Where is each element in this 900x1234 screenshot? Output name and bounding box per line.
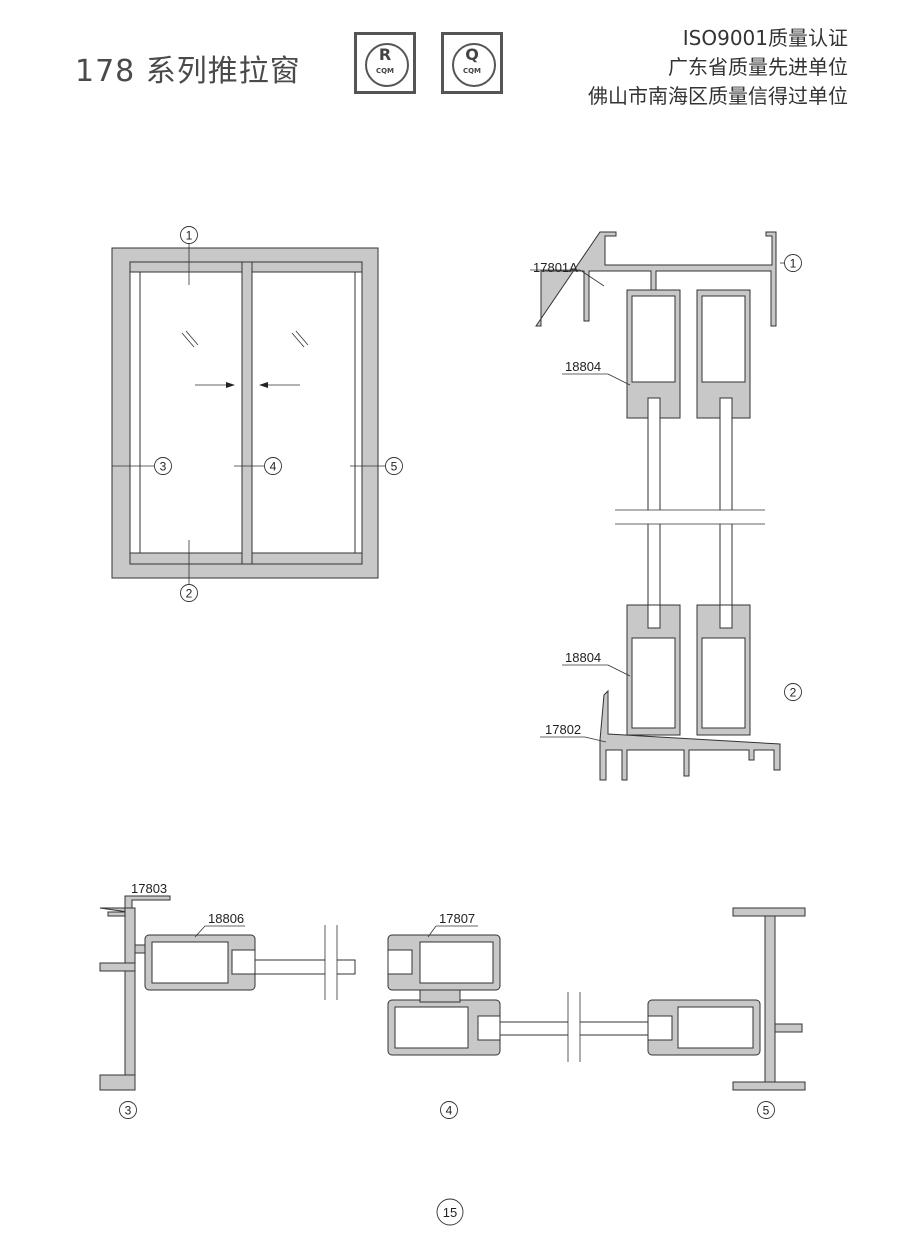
profile-label-17803: 17803	[131, 881, 167, 896]
svg-text:3: 3	[160, 460, 167, 474]
page-number: 15	[436, 1198, 464, 1226]
callout-1: 1	[180, 226, 198, 244]
logo-text: CQM	[462, 67, 482, 75]
section-callout-4: 4	[440, 1101, 458, 1119]
svg-text:1: 1	[790, 257, 797, 271]
svg-text:1: 1	[186, 229, 193, 243]
window-elevation	[111, 244, 385, 584]
profile-label-17801a: 17801A	[533, 260, 578, 275]
profile-label-17802: 17802	[545, 722, 581, 737]
section-callout-3: 3	[119, 1101, 137, 1119]
section-callout-2: 2	[784, 683, 802, 701]
svg-text:2: 2	[790, 686, 797, 700]
callout-5: 5	[385, 457, 403, 475]
logo-text: CQM	[375, 67, 395, 75]
profile-label-17807: 17807	[439, 911, 475, 926]
svg-text:4: 4	[270, 460, 277, 474]
cqm-r-logo: R CQM	[354, 32, 416, 94]
cert-line: 佛山市南海区质量信得过单位	[588, 84, 848, 108]
certifications: ISO9001质量认证 广东省质量先进单位 佛山市南海区质量信得过单位	[588, 24, 848, 111]
svg-text:4: 4	[446, 1104, 453, 1118]
horizontal-section	[99, 895, 806, 1091]
section-callout-5: 5	[757, 1101, 775, 1119]
cqm-q-logo: Q CQM	[441, 32, 503, 94]
vertical-section	[530, 231, 784, 781]
section-callout-1: 1	[784, 254, 802, 272]
callout-4: 4	[264, 457, 282, 475]
profile-label-18806: 18806	[208, 911, 244, 926]
page-title: 178 系列推拉窗	[75, 54, 301, 89]
svg-text:5: 5	[391, 460, 398, 474]
svg-text:2: 2	[186, 587, 193, 601]
logo-mark: R	[378, 45, 392, 64]
callout-3: 3	[154, 457, 172, 475]
callout-2: 2	[180, 584, 198, 602]
svg-text:5: 5	[763, 1104, 770, 1118]
profile-label-18804-bottom: 18804	[565, 650, 601, 665]
cert-line: ISO9001质量认证	[682, 26, 848, 50]
cert-line: 广东省质量先进单位	[668, 55, 848, 79]
svg-text:15: 15	[443, 1205, 457, 1220]
svg-text:3: 3	[125, 1104, 132, 1118]
logo-mark: Q	[465, 45, 479, 64]
profile-label-18804-top: 18804	[565, 359, 601, 374]
